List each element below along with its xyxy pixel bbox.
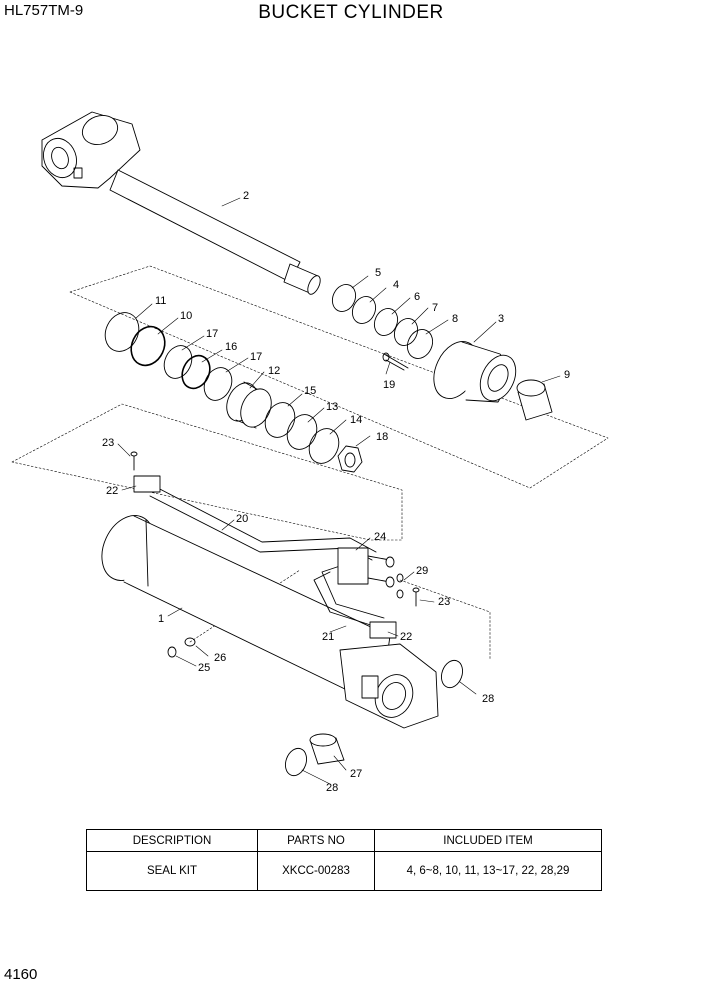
callout-20: 20 bbox=[236, 513, 248, 525]
socket-bolt-19 bbox=[382, 352, 409, 371]
end-bushing-27 bbox=[309, 733, 345, 765]
callout-10: 10 bbox=[180, 310, 192, 322]
page-title: BUCKET CYLINDER bbox=[258, 2, 444, 23]
lower-rings bbox=[264, 402, 340, 464]
bushing-9 bbox=[516, 379, 553, 421]
callout-11: 11 bbox=[155, 295, 166, 307]
pipe-assembly bbox=[133, 475, 397, 639]
callout-4: 4 bbox=[393, 279, 399, 291]
callout-6: 6 bbox=[414, 291, 420, 303]
cell-parts-no: XKCC-00283 bbox=[257, 851, 375, 891]
valve-block-24 bbox=[337, 547, 395, 588]
lock-nut-18 bbox=[337, 445, 363, 473]
callout-18: 18 bbox=[376, 431, 388, 443]
callout-22: 22 bbox=[106, 485, 118, 497]
table-header-row: DESCRIPTION PARTS NO INCLUDED ITEM bbox=[86, 829, 602, 852]
col-included-item: INCLUDED ITEM bbox=[374, 829, 602, 852]
cylinder-tube bbox=[101, 515, 439, 729]
callout-2: 2 bbox=[243, 190, 249, 202]
callout-28b: 28 bbox=[326, 782, 338, 794]
rod-seal-rings bbox=[331, 284, 434, 359]
callout-23: 23 bbox=[102, 437, 114, 449]
rod-cover bbox=[433, 341, 517, 403]
table-row: SEAL KIT XKCC-00283 4, 6~8, 10, 11, 13~1… bbox=[86, 851, 602, 891]
col-description: DESCRIPTION bbox=[86, 829, 258, 852]
page-number: 4160 bbox=[4, 966, 38, 983]
piston-rings bbox=[104, 312, 233, 401]
callout-21: 21 bbox=[322, 631, 334, 643]
model-code: HL757TM-9 bbox=[4, 2, 84, 19]
callout-28: 28 bbox=[482, 693, 494, 705]
piston-12 bbox=[226, 381, 272, 429]
callout-labels: 2 5 4 6 7 8 3 11 10 17 16 17 12 19 9 15 … bbox=[102, 190, 570, 794]
callout-5: 5 bbox=[375, 267, 381, 279]
callout-12: 12 bbox=[268, 365, 280, 377]
callout-17: 17 bbox=[206, 328, 218, 340]
callout-9: 9 bbox=[564, 369, 570, 381]
cell-included-item: 4, 6~8, 10, 11, 13~17, 22, 28,29 bbox=[374, 851, 602, 891]
seal-kit-table: DESCRIPTION PARTS NO INCLUDED ITEM SEAL … bbox=[86, 829, 602, 891]
callout-17b: 17 bbox=[250, 351, 262, 363]
dust-seals-28 bbox=[285, 659, 463, 777]
callout-27: 27 bbox=[350, 768, 362, 780]
col-parts-no: PARTS NO bbox=[257, 829, 375, 852]
callout-3: 3 bbox=[498, 313, 504, 325]
callout-23b: 23 bbox=[438, 596, 450, 608]
callout-19: 19 bbox=[383, 379, 395, 391]
callout-24: 24 bbox=[374, 531, 386, 543]
callout-7: 7 bbox=[432, 302, 438, 314]
callout-8: 8 bbox=[452, 313, 458, 325]
callout-15: 15 bbox=[304, 385, 316, 397]
callout-16: 16 bbox=[225, 341, 237, 353]
callout-14: 14 bbox=[350, 414, 362, 426]
small-parts bbox=[130, 451, 420, 658]
callout-13: 13 bbox=[326, 401, 338, 413]
callout-26: 26 bbox=[214, 652, 226, 664]
piston-rod bbox=[41, 111, 321, 295]
cell-description: SEAL KIT bbox=[86, 851, 258, 891]
callout-25: 25 bbox=[198, 662, 210, 674]
callout-1: 1 bbox=[158, 613, 164, 625]
guide-box-upper bbox=[69, 265, 609, 489]
leader-lines bbox=[117, 197, 561, 785]
callout-22b: 22 bbox=[400, 631, 412, 643]
callout-29: 29 bbox=[416, 565, 428, 577]
